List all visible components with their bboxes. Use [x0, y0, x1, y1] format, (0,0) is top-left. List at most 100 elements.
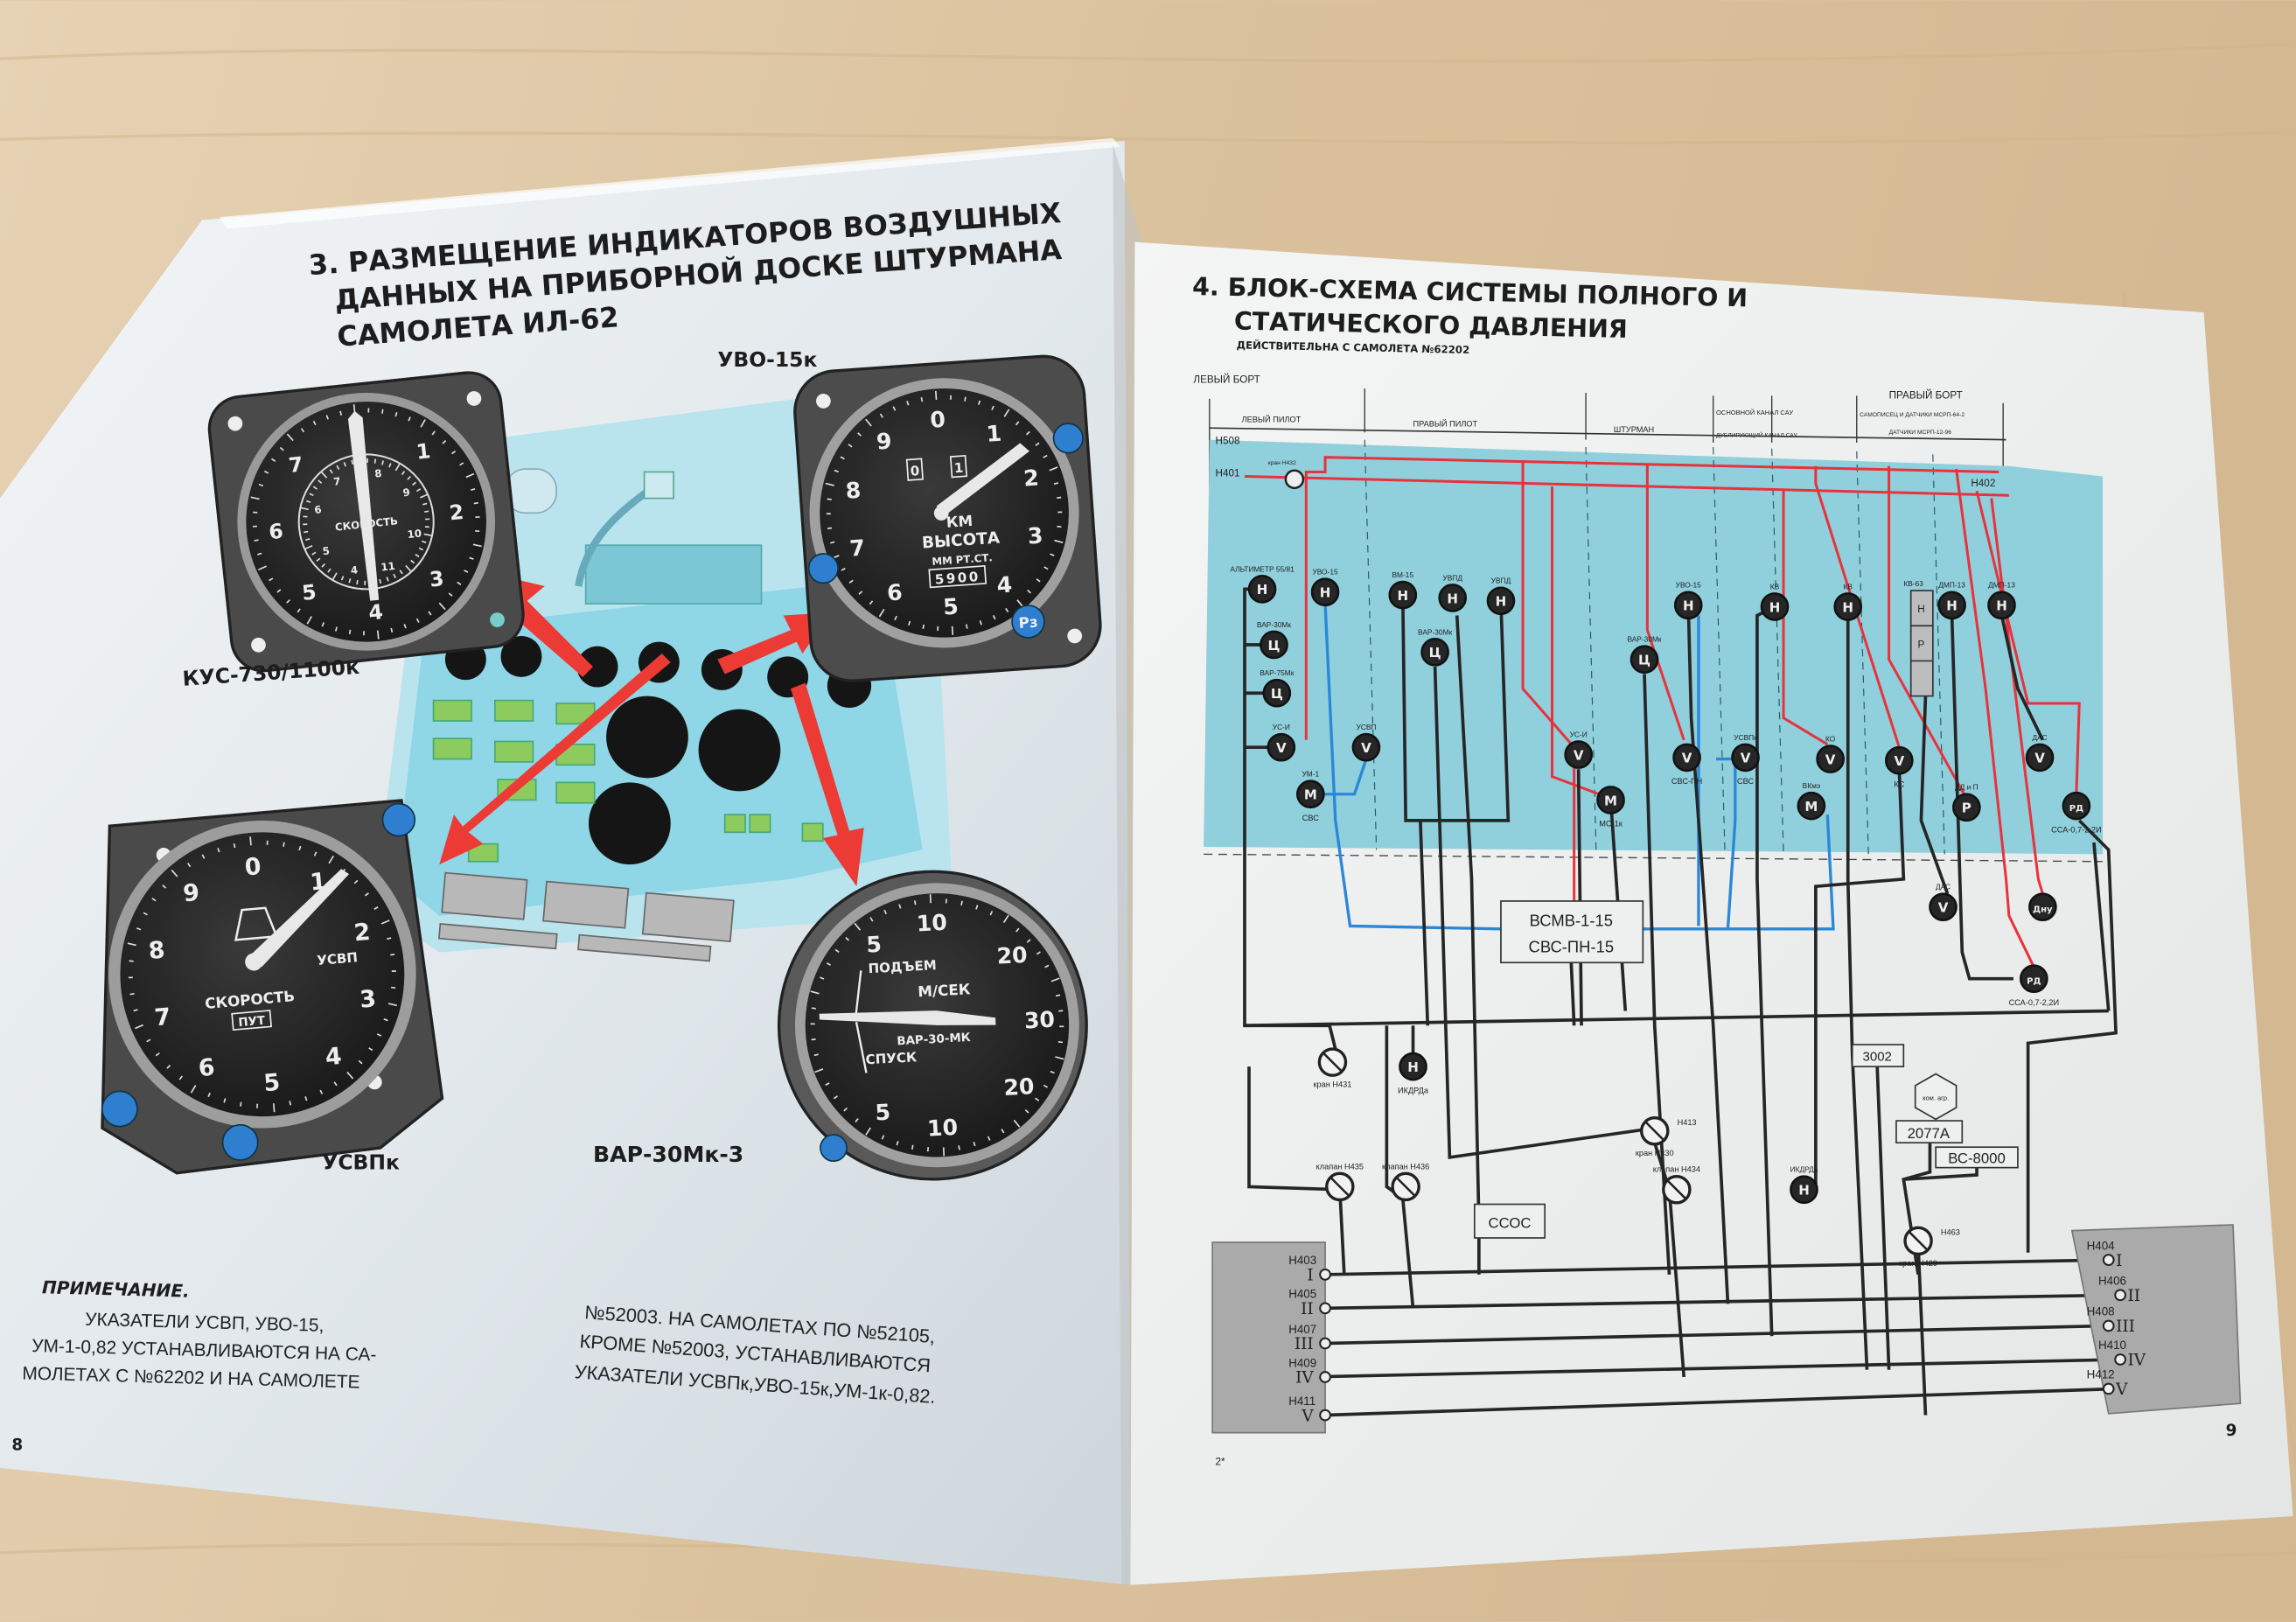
- dial-number: 4: [325, 1043, 343, 1072]
- terminal-port[interactable]: [2102, 1319, 2115, 1332]
- instrument-symbol-circle: [1987, 591, 2016, 620]
- dial-tick: [459, 462, 464, 466]
- dial-tick: [987, 1136, 991, 1141]
- dial-tick: [340, 576, 345, 581]
- instrument-symbol-circle: [1267, 732, 1296, 762]
- diagram-instrument[interactable]: VКО: [1816, 734, 1845, 773]
- terminal-port[interactable]: [2102, 1254, 2115, 1266]
- left-side-label: ЛЕВЫЙ БОРТ: [1193, 374, 1260, 385]
- uvo-blue-knob-top[interactable]: [1052, 423, 1084, 454]
- terminal-port[interactable]: [1319, 1268, 1331, 1281]
- valve-h432[interactable]: [1284, 469, 1305, 490]
- dial-tick: [911, 1144, 914, 1150]
- dial-tick: [391, 986, 396, 989]
- diagram-valve[interactable]: клапан Н435: [1316, 1162, 1364, 1202]
- uvo-blue-knob-left[interactable]: [807, 553, 839, 584]
- terminal-port[interactable]: [2114, 1289, 2126, 1302]
- dial-number: 1: [415, 438, 431, 465]
- instrument-symbol: V: [1682, 751, 1692, 766]
- dial-number: 3: [359, 985, 377, 1014]
- instrument-symbol: Ц: [1429, 645, 1441, 661]
- var-down-label: СПУСК: [865, 1049, 918, 1067]
- dial-tick: [869, 917, 874, 922]
- diagram-instrument[interactable]: VУС-И: [1267, 723, 1296, 762]
- valve-label: кран Н430: [1636, 1149, 1674, 1157]
- dial-tick: [472, 543, 482, 548]
- diagram-valve[interactable]: клапан Н434: [1653, 1165, 1700, 1205]
- terminal-port[interactable]: [2114, 1353, 2126, 1366]
- dial-tick: [257, 552, 262, 556]
- diagram-instrument[interactable]: ММС-1к: [1596, 786, 1625, 828]
- dial-tick: [376, 630, 380, 640]
- dial-tick: [942, 1147, 946, 1157]
- instrument-symbol-circle: [1596, 786, 1625, 814]
- diagram-instrument[interactable]: VКС: [1884, 745, 1914, 788]
- instrument-symbol: М: [1604, 793, 1617, 808]
- instrument-symbol: Н: [1397, 588, 1408, 604]
- instrument-symbol: V: [1574, 747, 1584, 763]
- instrument-sublabel: СВС: [1302, 814, 1319, 822]
- terminal-port[interactable]: [1319, 1337, 1331, 1350]
- usvp-blue-knob-bottom[interactable]: [221, 1123, 260, 1162]
- kom-agr-label: ком. агр.: [1923, 1094, 1949, 1102]
- usvp-blue-knob-top[interactable]: [381, 802, 416, 837]
- instrument-sublabel: ИКДРДа: [1398, 1086, 1429, 1094]
- dial-tick: [826, 962, 832, 966]
- dial-tick: [304, 545, 313, 550]
- diagram-valve[interactable]: клапан Н436: [1382, 1162, 1429, 1202]
- diagram-instrument[interactable]: НКВ: [1760, 582, 1790, 621]
- usvp-blue-knob-left[interactable]: [101, 1090, 139, 1129]
- instrument-symbol: Ц: [1271, 686, 1283, 702]
- terminal-port[interactable]: [1319, 1302, 1331, 1315]
- panel-green-lamps: [432, 699, 824, 863]
- diagram-instrument[interactable]: РДД и П: [1952, 783, 1981, 822]
- diagram-instrument[interactable]: НКВ: [1833, 582, 1863, 621]
- dial-tick: [451, 451, 457, 455]
- dial-tick: [415, 553, 420, 558]
- dial-tick: [250, 496, 260, 500]
- uvo-pressure-knob[interactable]: [1011, 605, 1045, 639]
- header-rule: [1209, 427, 2006, 441]
- terminal-port[interactable]: [2102, 1382, 2115, 1395]
- diagram-instrument[interactable]: Дну: [2028, 892, 2057, 921]
- dial-tick: [977, 400, 981, 405]
- terminal-port[interactable]: [1319, 1409, 1331, 1422]
- diagram-instrument[interactable]: VУС-И: [1564, 730, 1594, 769]
- var-model: ВАР-30-МК: [897, 1031, 971, 1048]
- instrument-label: УС-И: [1273, 723, 1290, 731]
- dial-number: 11: [380, 560, 396, 574]
- terminal-port[interactable]: [1319, 1371, 1331, 1383]
- dial-tick: [810, 990, 820, 995]
- dial-tick: [405, 564, 413, 573]
- box-bc8000-label: ВС-8000: [1948, 1150, 2006, 1167]
- terminal-roman-number: II: [2127, 1287, 2140, 1305]
- diagram-valve[interactable]: кран Н431: [1314, 1047, 1352, 1089]
- dial-tick: [979, 620, 982, 626]
- diagram-instrument[interactable]: НВМ-15: [1388, 570, 1418, 610]
- dial-tick: [883, 909, 887, 915]
